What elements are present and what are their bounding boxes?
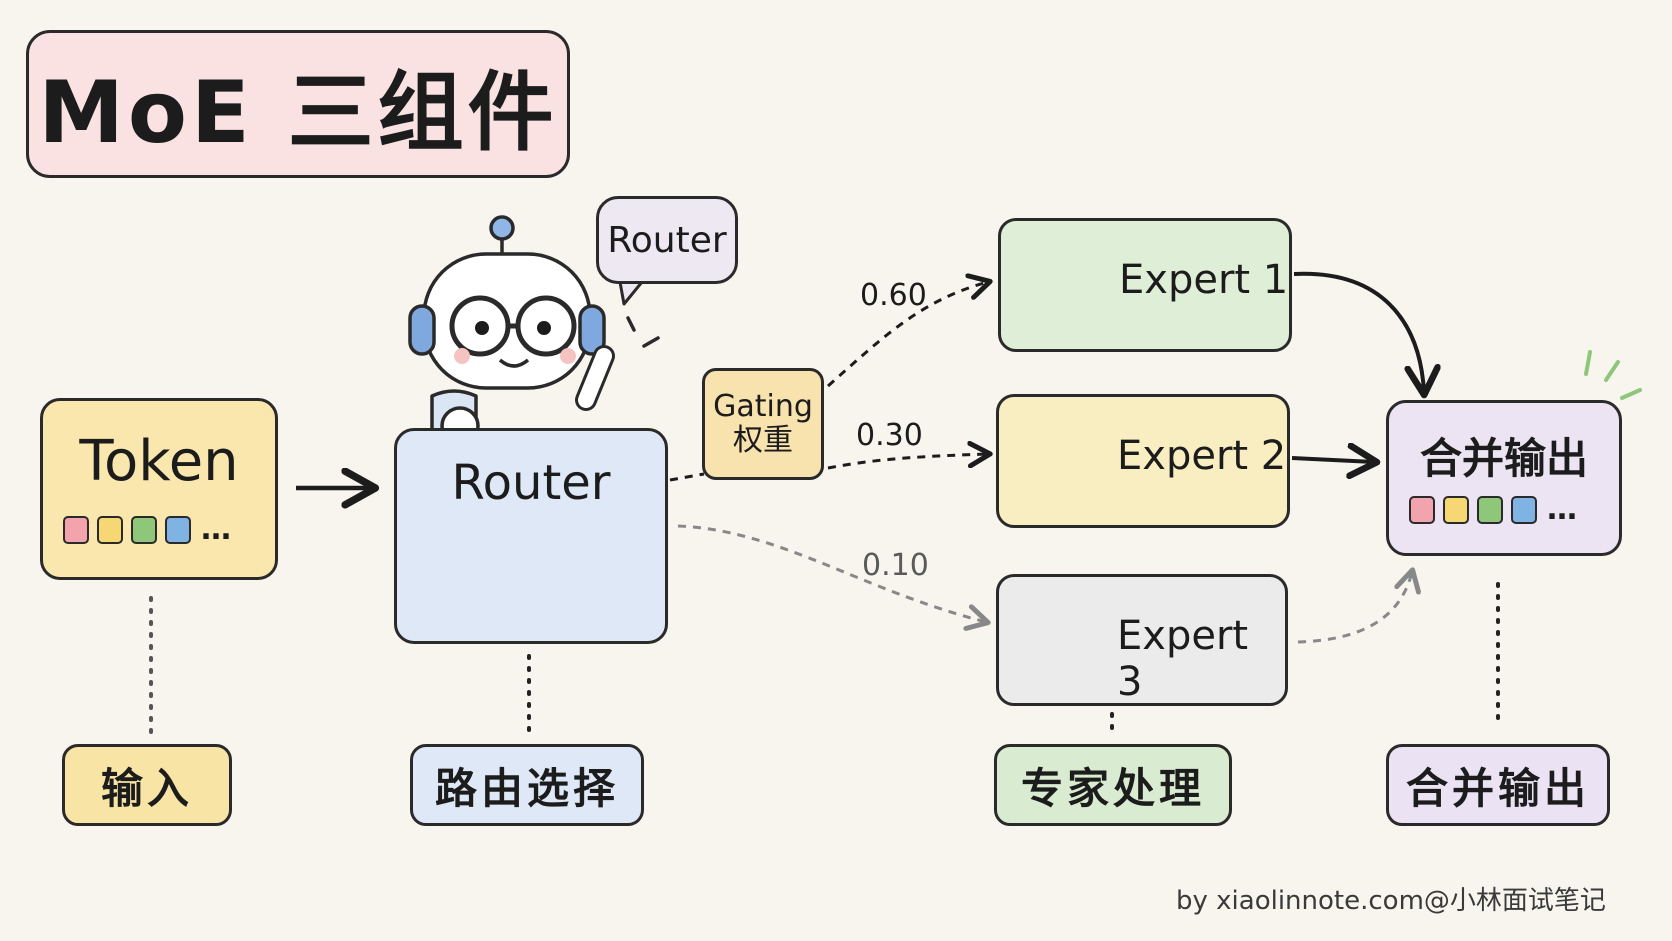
arrow-expert3-to-merge [1297, 572, 1412, 644]
tag-expert-processing: 专家处理 [994, 744, 1232, 826]
token-chip [97, 516, 123, 544]
credit-text: by xiaolinnote.com@小林面试笔记 [1176, 886, 1606, 916]
expert-label: Expert 1 [1119, 257, 1289, 303]
token-chip [63, 516, 89, 544]
token-box: Token … [40, 398, 278, 580]
merge-chips: … [1409, 495, 1577, 525]
bubble-text: Router [607, 219, 727, 261]
weight-expert2: 0.30 [856, 418, 923, 453]
merge-chip [1443, 496, 1469, 524]
arrow-expert2-to-merge [1291, 458, 1374, 462]
diagram-title: MoE 三组件 [38, 62, 558, 163]
tag-merge-output: 合并输出 [1386, 744, 1610, 826]
arrow-expert1-to-merge [1293, 271, 1424, 392]
weight-expert3: 0.10 [862, 548, 929, 583]
router-label: Router [451, 455, 611, 511]
token-ellipsis: … [201, 512, 231, 547]
token-label: Token [79, 429, 239, 494]
arrow-to-expert2 [827, 454, 988, 470]
expert-label: Expert 2 [1117, 433, 1287, 479]
gating-label-cn: 权重 [733, 423, 793, 458]
router-speech-bubble: Router [596, 196, 738, 284]
tag-expert-label: 专家处理 [1020, 763, 1205, 813]
tag-input: 输入 [62, 744, 232, 826]
tag-routing-label: 路由选择 [434, 763, 619, 813]
expert-box-1: Expert 1 [998, 218, 1292, 352]
expert-label: Expert 3 [1117, 613, 1249, 705]
tag-routing: 路由选择 [410, 744, 644, 826]
gating-label-en: Gating [713, 388, 813, 424]
gating-box: Gating 权重 [702, 368, 824, 480]
merge-chip [1409, 496, 1435, 524]
token-chip [131, 516, 157, 544]
merge-output-box: 合并输出 … [1386, 400, 1622, 556]
expert-box-3: Expert 3 [996, 574, 1288, 706]
weight-expert1: 0.60 [860, 278, 927, 313]
arrow-to-expert1 [827, 282, 988, 388]
router-box: Router [394, 428, 668, 644]
merge-chip [1477, 496, 1503, 524]
merge-chip [1511, 496, 1537, 524]
arrow-to-expert3 [677, 524, 986, 622]
merge-label: 合并输出 [1419, 434, 1588, 483]
token-chip [165, 516, 191, 544]
tag-merge-label: 合并输出 [1405, 763, 1590, 813]
token-chips: … [63, 515, 231, 545]
sparkle-marks [1584, 350, 1642, 400]
expert-box-2: Expert 2 [996, 394, 1290, 528]
merge-ellipsis: … [1547, 492, 1577, 527]
title-box: MoE 三组件 [26, 30, 570, 178]
bubble-tail [618, 281, 644, 306]
link-router-gating [669, 472, 705, 482]
tag-input-label: 输入 [100, 763, 193, 813]
